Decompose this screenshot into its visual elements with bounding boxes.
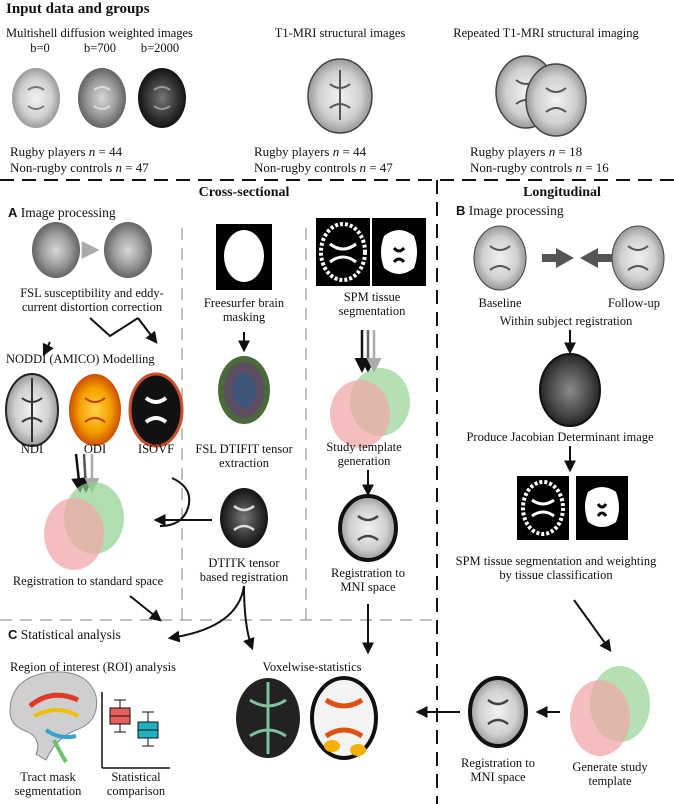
roi-title: Region of interest (ROI) analysis <box>10 660 176 674</box>
reg-mni-label-1: Registration to <box>331 566 405 580</box>
mni-brain-long <box>468 676 528 748</box>
baseline-label: Baseline <box>478 296 522 310</box>
followup-label: Follow-up <box>607 296 661 310</box>
group-block-3: Rugby players n = 18 Non-rugby controls … <box>470 144 609 175</box>
stat-label-2: comparison <box>106 784 166 798</box>
baseline-brain <box>473 225 527 291</box>
ndi-label: NDI <box>20 442 44 456</box>
tract-label-1: Tract mask <box>20 770 76 784</box>
odi-label: ODI <box>83 442 107 456</box>
reg-standard-label: Registration to standard space <box>12 574 164 588</box>
template-label-2: generation <box>337 454 391 468</box>
repeated-t1-brain-2 <box>525 63 587 137</box>
fsl-eddy-label-2: current distortion correction <box>21 300 163 314</box>
t1-brain <box>307 58 373 134</box>
arrow-to-dtifit <box>137 317 158 344</box>
voxel-tbss-brain <box>236 678 300 758</box>
noddi-title: NODDI (AMICO) Modelling <box>6 352 155 366</box>
spm-weight-label-2: by tissue classification <box>499 568 613 582</box>
dwi-b0-brain <box>12 68 60 128</box>
dtifit-label-2: extraction <box>219 456 269 470</box>
odi-map <box>69 374 121 446</box>
long-spm-gm-panel <box>517 476 569 540</box>
group-block-2: Rugby players n = 44 Non-rugby controls … <box>254 144 393 175</box>
noddi-arrow-1 <box>71 453 87 493</box>
eddy-brain-before <box>32 222 80 278</box>
section-a-label: A Image processing <box>8 205 116 220</box>
roi-sagittal-brain <box>9 671 98 764</box>
voxel-vbm-brain <box>310 676 378 760</box>
section-b-label: B Image processing <box>456 203 564 218</box>
spm-gm-panel <box>316 218 370 286</box>
long-mni-label-1: Registration to <box>461 756 535 770</box>
curve-arrow-part <box>159 477 191 527</box>
isovf-map <box>128 372 184 448</box>
dtifit-tensor-map <box>218 356 270 424</box>
cross-title: Cross-sectional <box>198 185 290 200</box>
b-value-700: b=700 <box>83 41 117 55</box>
long-mni-label-2: MNI space <box>470 770 526 784</box>
spm-label-1: SPM tissue <box>343 290 401 304</box>
jacobian-label: Produce Jacobian Determinant image <box>466 430 654 444</box>
jacobian-brain <box>539 353 601 427</box>
box-plot <box>101 692 170 769</box>
arrow-right-fat <box>580 248 612 268</box>
dtitk-label-2: based registration <box>199 570 289 584</box>
followup-brain <box>611 225 665 291</box>
long-title: Longitudinal <box>523 185 601 200</box>
isovf-label: ISOVF <box>137 442 175 456</box>
t1-title: T1-MRI structural images <box>274 26 406 40</box>
diffusion-title: Multishell diffusion weighted images <box>6 26 193 40</box>
gen-template-label-1: Generate study <box>572 760 648 774</box>
dtitk-label-1: DTITK tensor <box>208 556 280 570</box>
repeat-title: Repeated T1-MRI structural imaging <box>453 26 639 40</box>
group-block-1: Rugby players n = 44 Non-rugby controls … <box>10 144 149 175</box>
template-label-1: Study template <box>326 440 402 454</box>
ndi-map <box>5 373 59 447</box>
mni-brain-cross <box>338 494 398 562</box>
arrow-to-noddi <box>42 341 54 357</box>
dtitk-brain <box>220 488 268 548</box>
dwi-b2000-brain <box>138 68 186 128</box>
arrow-left-fat <box>542 248 574 268</box>
gen-template-label-2: template <box>588 774 632 788</box>
branch-arrow-shape <box>89 317 139 338</box>
brain-mask-shape <box>224 230 264 282</box>
fsl-eddy-label-1: FSL susceptibility and eddy- <box>20 286 164 300</box>
section-c-label: C Statistical analysis <box>8 627 121 642</box>
voxelwise-label: Voxelwise-statistics <box>262 660 362 674</box>
reg-standard-overlay <box>44 482 124 570</box>
tract-label-2: segmentation <box>14 784 82 798</box>
reg-mni-label-2: MNI space <box>340 580 396 594</box>
freesurfer-label-2: masking <box>222 310 266 324</box>
standard-to-stats-arrow <box>129 595 162 622</box>
b-value-2000: b=2000 <box>140 41 180 55</box>
within-label: Within subject registration <box>499 314 633 328</box>
freesurfer-label-1: Freesurfer brain <box>203 296 285 310</box>
stat-label-1: Statistical <box>111 770 161 784</box>
study-template-overlay <box>330 368 410 448</box>
dtitk-to-voxel-arrow <box>243 585 255 651</box>
spm-to-template-arrow <box>573 599 612 652</box>
long-template-overlay <box>570 666 650 756</box>
spm-label-2: segmentation <box>338 304 406 318</box>
input-title: Input data and groups <box>6 1 150 17</box>
b-value-0: b=0 <box>30 41 50 55</box>
spm-weight-label-1: SPM tissue segmentation and weighting <box>455 554 657 568</box>
dwi-b700-brain <box>78 68 126 128</box>
dtifit-label-1: FSL DTIFIT tensor <box>195 442 293 456</box>
eddy-brain-after <box>104 222 152 278</box>
dtitk-to-roi-arrow <box>167 585 245 643</box>
